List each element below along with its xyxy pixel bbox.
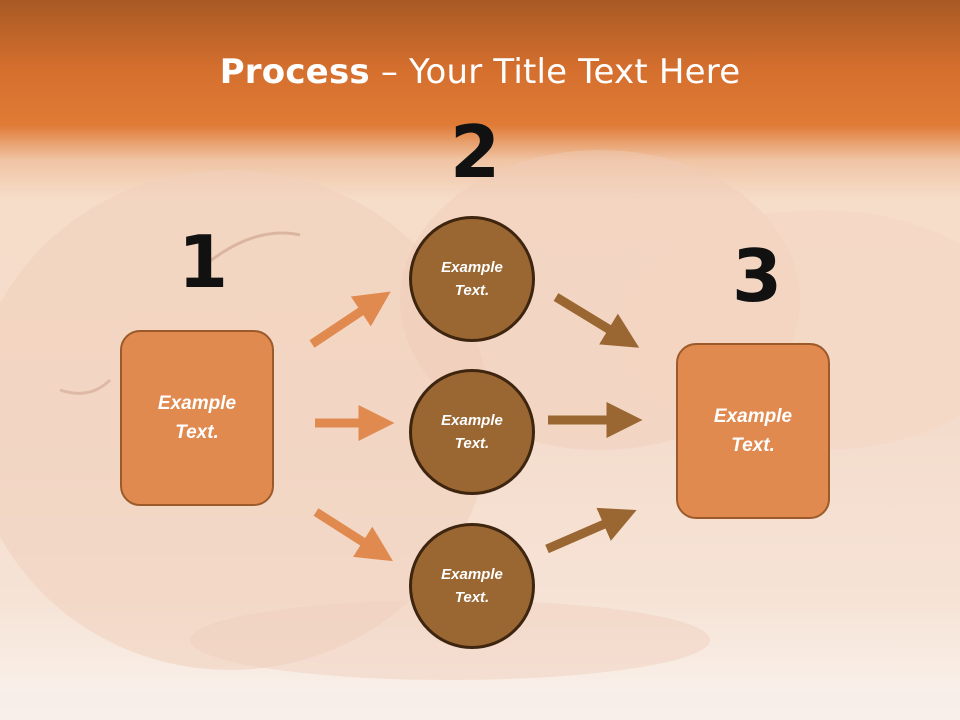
circle-bottom-line1: Example (441, 566, 503, 583)
circle-bottom-line2: Text. (454, 589, 490, 606)
right-box-line1: Example (713, 406, 793, 427)
arrow-left-to-bottom (313, 508, 393, 562)
left-box-line1: Example (157, 393, 237, 414)
arrow-top-to-right (553, 293, 640, 348)
circle-middle-line1: Example (441, 412, 503, 429)
arrow-left-to-top (309, 291, 391, 348)
circle-top-line2: Text. (454, 282, 490, 299)
arrow-bottom-to-right (545, 507, 637, 554)
circle-top-line1: Example (441, 259, 503, 276)
title-bold: Process (219, 52, 370, 92)
step-number-1: 1 (178, 220, 229, 304)
step-number-3: 3 (732, 234, 783, 318)
right-box-line2: Text. (731, 435, 775, 456)
slide-title: Process – Your Title Text Here (0, 52, 960, 92)
title-rest: – Your Title Text Here (369, 52, 741, 92)
circle-middle-line2: Text. (454, 435, 490, 452)
step-number-2: 2 (450, 110, 501, 194)
left-box-line2: Text. (175, 422, 219, 443)
